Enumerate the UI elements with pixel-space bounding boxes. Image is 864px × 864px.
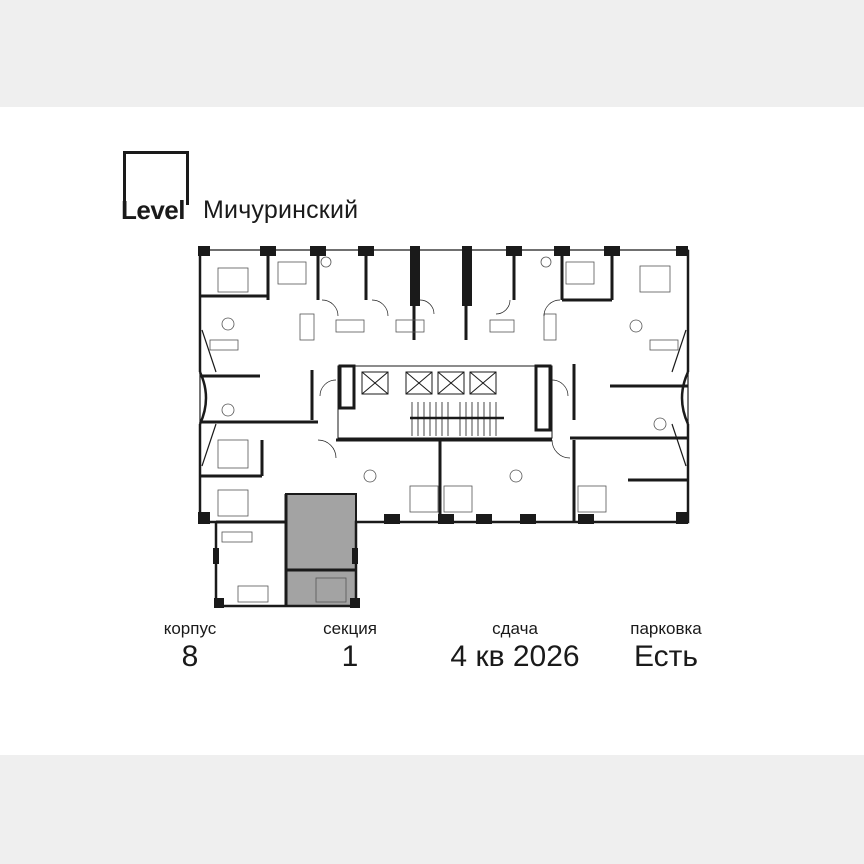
stat-section: секция 1 — [290, 619, 410, 675]
dining-table-icon — [629, 319, 643, 333]
sofa-icon — [209, 339, 239, 351]
lift-icon — [361, 371, 497, 395]
stairs-icon — [410, 402, 504, 436]
dining-table-icon — [363, 469, 377, 483]
stat-building: корпус 8 — [130, 619, 250, 675]
dining-table-icon — [509, 469, 523, 483]
door-swing-icon — [317, 299, 571, 459]
bathtub-icon — [395, 319, 425, 333]
logo-frame-icon — [123, 151, 189, 205]
bathtub-icon — [489, 319, 515, 333]
stat-label: сдача — [492, 619, 538, 638]
dining-table-icon — [540, 256, 552, 268]
bed-icon — [217, 267, 249, 293]
dining-table-icon — [221, 403, 235, 417]
wall-piers — [198, 246, 688, 608]
top-band — [0, 0, 864, 107]
lift-core — [337, 364, 553, 439]
interior-walls — [200, 250, 688, 606]
project-name: Мичуринский — [203, 196, 359, 224]
stat-label: секция — [323, 619, 377, 638]
bathtub-icon — [335, 319, 365, 333]
bed-icon — [639, 265, 671, 293]
stat-value: 8 — [181, 640, 199, 673]
dining-table-icon — [653, 417, 667, 431]
bed-icon — [217, 439, 249, 469]
stat-value: 4 кв 2026 — [450, 640, 580, 673]
dining-table-icon — [320, 256, 332, 268]
stat-value: Есть — [633, 640, 699, 673]
stat-label: корпус — [163, 619, 217, 638]
stat-label: парковка — [630, 619, 702, 638]
stat-value: 1 — [341, 640, 359, 673]
bed-icon — [237, 585, 269, 603]
logo-word: Level — [121, 195, 186, 225]
furniture — [209, 256, 679, 603]
dining-table-icon — [221, 317, 235, 331]
bed-icon — [277, 261, 307, 285]
stat-parking: парковка Есть — [606, 619, 726, 675]
highlighted-apartment[interactable] — [285, 493, 357, 607]
bathtub-icon — [543, 313, 557, 341]
sofa-icon — [649, 339, 679, 351]
bed-icon — [315, 577, 347, 603]
bed-icon — [443, 485, 473, 513]
bed-icon — [217, 489, 249, 517]
bed-icon — [577, 485, 607, 513]
bathtub-icon — [299, 313, 315, 341]
bed-icon — [565, 261, 595, 285]
stat-delivery: сдача 4 кв 2026 — [420, 619, 610, 675]
bottom-band — [0, 755, 864, 864]
bed-icon — [409, 485, 439, 513]
sofa-icon — [221, 531, 253, 543]
